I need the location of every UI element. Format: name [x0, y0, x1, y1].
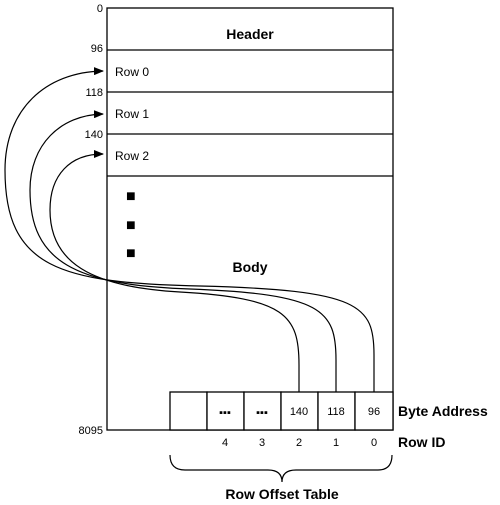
offset-cell-ellipsis-2: ▪▪▪: [256, 407, 268, 419]
row-offset-table-title: Row Offset Table: [225, 486, 339, 502]
row-2-label: Row 2: [115, 149, 149, 163]
row-id-3: 3: [259, 437, 265, 449]
pointer-arrow-row-0: [4, 67, 375, 392]
byte-address-label: Byte Address: [398, 403, 488, 419]
body-ellipsis-dot-2: ■: [126, 217, 136, 234]
offset-cell-value-96: 96: [368, 406, 380, 418]
byte-address-8095: 8095: [79, 425, 103, 437]
body-label: Body: [233, 259, 268, 275]
row-id-4: 4: [222, 437, 228, 449]
offset-table-brace: [169, 454, 393, 483]
body-ellipsis-dot-1: ■: [126, 188, 136, 205]
offset-cell-value-118: 118: [327, 406, 345, 418]
row-id-label: Row ID: [398, 434, 445, 450]
row-1-label: Row 1: [115, 107, 149, 121]
byte-address-96: 96: [91, 43, 103, 55]
offset-cell-4: [317, 391, 356, 431]
byte-address-118: 118: [85, 87, 103, 99]
offset-cell-1: [206, 391, 245, 431]
offset-cell-5: [354, 391, 394, 431]
pointer-arrow-row-1: [29, 110, 337, 392]
row-id-1: 1: [333, 437, 339, 449]
offset-cell-value-140: 140: [290, 406, 308, 418]
page-outline: [106, 7, 394, 431]
row-id-0: 0: [371, 437, 377, 449]
body-ellipsis-dot-3: ■: [126, 245, 136, 262]
row-0-label: Row 0: [115, 65, 149, 79]
offset-cell-ellipsis-1: ▪▪▪: [219, 407, 231, 419]
row-id-2: 2: [296, 437, 302, 449]
byte-address-140: 140: [85, 129, 103, 141]
header-label: Header: [226, 26, 274, 42]
pointer-arrow-row-2: [49, 150, 300, 392]
byte-address-0: 0: [97, 3, 103, 15]
offset-cell-2: [243, 391, 282, 431]
offset-cell-0: [169, 391, 208, 431]
